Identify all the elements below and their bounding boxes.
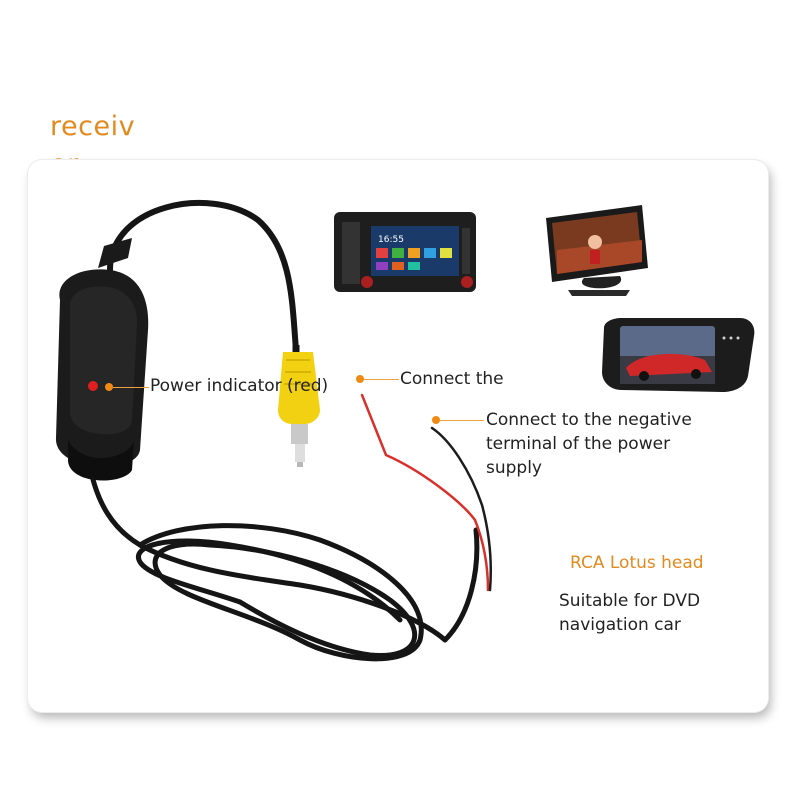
connect-leader xyxy=(364,379,399,380)
head-unit-clock: 16:55 xyxy=(378,235,404,245)
negative-terminal-leader xyxy=(440,420,484,421)
negative-terminal-callout-dot xyxy=(432,416,440,424)
suitable-for-label: Suitable for DVD navigation car xyxy=(559,591,701,635)
connect-label: Connect the xyxy=(400,369,504,389)
antenna xyxy=(98,199,299,353)
power-led-icon xyxy=(88,381,98,391)
rca-head-label: RCA Lotus head xyxy=(570,553,704,573)
dashboard-monitor xyxy=(546,205,648,296)
rca-plug xyxy=(278,345,320,467)
receiver-body xyxy=(55,269,149,481)
power-indicator-leader xyxy=(113,387,149,388)
coiled-cable xyxy=(85,452,480,662)
connect-callout-dot xyxy=(356,375,364,383)
power-wires xyxy=(360,393,492,592)
power-indicator-label: Power indicator (red) xyxy=(150,376,329,396)
rearview-mirror-monitor xyxy=(602,318,755,392)
power-indicator-callout-dot xyxy=(105,383,113,391)
car-dvd-head-unit: 16:55 xyxy=(334,212,476,292)
negative-terminal-label: Connect to the negative terminal of the … xyxy=(486,410,692,478)
